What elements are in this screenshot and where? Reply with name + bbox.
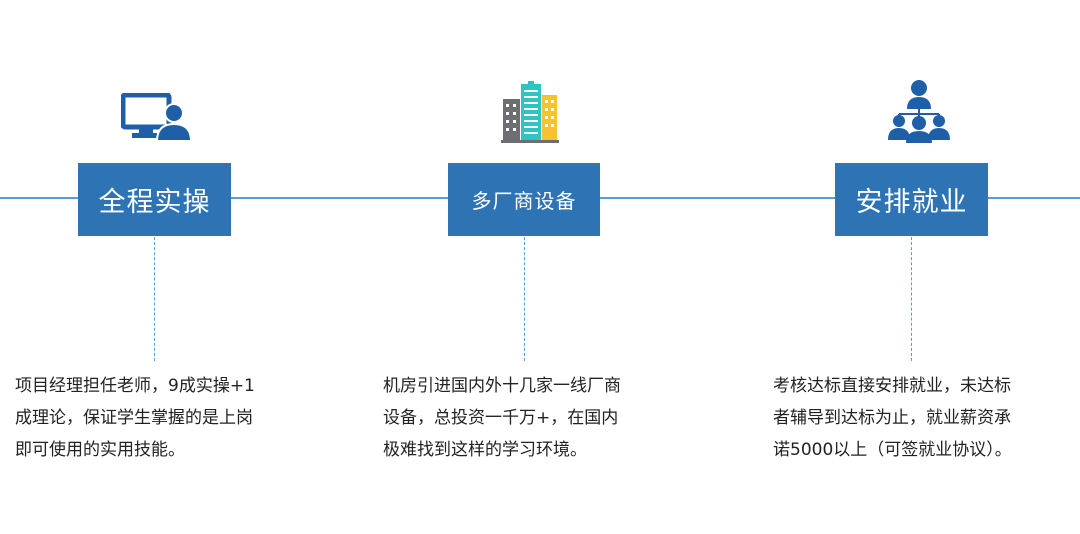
description-line: 诺5000以上（可签就业协议）。 — [773, 440, 1012, 460]
connector-line — [524, 237, 525, 361]
feature-label-multi-vendor: 多厂商设备 — [448, 163, 600, 236]
feature-description: 考核达标直接安排就业，未达标 者辅导到达标为止，就业薪资承 诺5000以上（可签… — [773, 370, 1012, 466]
connector-line — [911, 237, 912, 361]
description-line: 设备，总投资一千万+，在国内 — [383, 408, 619, 428]
feature-description: 项目经理担任老师，9成实操+1 成理论，保证学生掌握的是上岗 即可使用的实用技能… — [15, 370, 255, 466]
description-line: 即可使用的实用技能。 — [15, 440, 185, 460]
description-line: 极难找到这样的学习环境。 — [383, 440, 587, 460]
feature-description: 机房引进国内外十几家一线厂商 设备，总投资一千万+，在国内 极难找到这样的学习环… — [383, 370, 621, 466]
description-line: 成理论，保证学生掌握的是上岗 — [15, 408, 253, 428]
description-line: 考核达标直接安排就业，未达标 — [773, 376, 1011, 396]
computer-user-icon — [121, 93, 191, 142]
feature-label-job-placement: 安排就业 — [835, 163, 988, 236]
team-hierarchy-icon — [888, 80, 950, 143]
feature-label-hands-on: 全程实操 — [78, 163, 231, 236]
description-line: 者辅导到达标为止，就业薪资承 — [773, 408, 1011, 428]
buildings-icon — [501, 81, 559, 143]
description-line: 项目经理担任老师，9成实操+1 — [15, 376, 255, 396]
description-line: 机房引进国内外十几家一线厂商 — [383, 376, 621, 396]
connector-line — [154, 237, 155, 361]
